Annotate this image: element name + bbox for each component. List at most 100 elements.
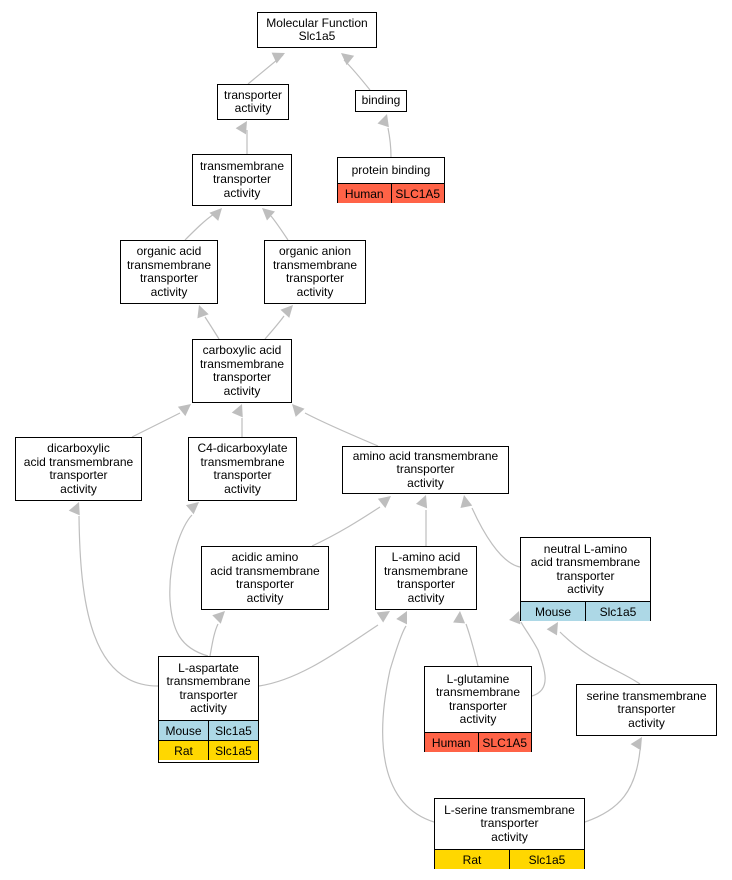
- edge-arrowhead: [68, 502, 80, 516]
- edge-line: [304, 412, 379, 447]
- node-l-amino-acid[interactable]: L-amino acid transmembrane transporter a…: [375, 546, 477, 610]
- edge-arrowhead: [231, 404, 243, 418]
- gene-cell: SLC1A5: [477, 733, 532, 752]
- node-protein-binding[interactable]: protein binding Human SLC1A5: [337, 157, 445, 203]
- edge-arrowhead: [177, 404, 191, 417]
- edge-laspartate-c4: [169, 502, 209, 657]
- node-organic-anion[interactable]: organic anion transmembrane transporter …: [264, 240, 366, 304]
- edge-laspartate-acidic: [209, 611, 225, 657]
- node-molecular-function[interactable]: Molecular Function Slc1a5: [257, 12, 377, 48]
- edge-arrowhead: [509, 611, 521, 625]
- node-label: amino acid transmembrane transporter act…: [352, 448, 499, 490]
- node-amino-acid[interactable]: amino acid transmembrane transporter act…: [342, 446, 509, 494]
- edge-line: [184, 213, 215, 241]
- annotation-row-rat: Rat Slc1a5: [435, 849, 584, 869]
- edge-line: [465, 623, 479, 667]
- species-cell: Rat: [462, 852, 482, 867]
- node-carboxylic-acid[interactable]: carboxylic acid transmembrane transporte…: [192, 339, 292, 403]
- edge-lglutamine-neutral: [509, 611, 546, 697]
- edge-laspartate-lamino: [258, 611, 390, 687]
- gene-cell: Slc1a5: [585, 602, 650, 621]
- edge-arrowhead: [235, 121, 247, 135]
- node-transmembrane-transporter-activity[interactable]: transmembrane transporter activity: [192, 154, 292, 206]
- edge-arrowhead: [453, 611, 466, 624]
- edge-line: [559, 631, 641, 685]
- edge-line: [270, 215, 289, 241]
- edge-proteinbinding-binding: [377, 114, 392, 158]
- node-label: L-serine transmembrane transporter activ…: [444, 802, 575, 844]
- gene-cell: Slc1a5: [208, 741, 258, 760]
- species-cell: Human: [344, 186, 384, 201]
- edge-line: [343, 59, 371, 91]
- species-cell: Rat: [174, 743, 193, 758]
- edge-carboxylic-organicanion: [264, 305, 293, 340]
- node-neutral-l-amino-acid[interactable]: neutral L-amino acid transmembrane trans…: [520, 537, 651, 621]
- edge-c4-carboxylic: [231, 404, 243, 438]
- node-organic-acid[interactable]: organic acid transmembrane transporter a…: [120, 240, 218, 304]
- edge-line: [311, 506, 381, 547]
- node-l-serine[interactable]: L-serine transmembrane transporter activ…: [434, 798, 585, 869]
- node-acidic-amino-acid[interactable]: acidic amino acid transmembrane transpor…: [201, 546, 329, 610]
- edge-serine-neutral: [546, 622, 641, 685]
- edge-acidic-aminoacid: [311, 496, 391, 547]
- node-label: L-glutamine transmembrane transporter ac…: [435, 671, 521, 726]
- node-label: organic acid transmembrane transporter a…: [126, 244, 212, 299]
- node-binding[interactable]: binding: [355, 90, 407, 112]
- node-label: Molecular Function Slc1a5: [266, 15, 368, 43]
- node-label: L-amino acid transmembrane transporter a…: [383, 550, 469, 605]
- node-label: acidic amino acid transmembrane transpor…: [210, 550, 320, 605]
- edge-line: [520, 621, 546, 697]
- edge-arrowhead: [212, 611, 225, 624]
- node-label: carboxylic acid transmembrane transporte…: [199, 343, 285, 398]
- edge-lamino-aminoacid: [415, 495, 428, 546]
- edge-line: [209, 623, 219, 657]
- edge-dicarboxylic-carboxylic: [131, 404, 191, 438]
- gene-cell: Slc1a5: [208, 721, 258, 740]
- node-serine[interactable]: serine transmembrane transporter activit…: [576, 684, 717, 736]
- species-cell: Mouse: [165, 723, 202, 738]
- edge-transporter-root: [247, 52, 285, 85]
- edge-arrowhead: [209, 208, 222, 221]
- edge-arrowhead: [185, 502, 199, 515]
- edge-line: [471, 507, 521, 568]
- edge-binding-root: [341, 53, 371, 91]
- edge-arrowhead: [546, 622, 558, 636]
- node-c4-dicarboxylate[interactable]: C4-dicarboxylate transmembrane transport…: [188, 437, 297, 501]
- edge-line: [584, 749, 641, 823]
- edge-line: [169, 514, 209, 657]
- edge-arrowhead: [415, 495, 428, 509]
- edge-line: [387, 127, 392, 158]
- node-label: neutral L-amino acid transmembrane trans…: [530, 541, 641, 596]
- edge-tmt-transporter: [235, 121, 248, 154]
- edge-line: [131, 412, 181, 438]
- node-label: L-aspartate transmembrane transporter ac…: [166, 660, 251, 715]
- annotation-row-mouse: Mouse Slc1a5: [521, 601, 650, 621]
- annotation-row-human: Human SLC1A5: [425, 732, 531, 752]
- node-label: dicarboxylic acid transmembrane transpor…: [23, 441, 134, 496]
- edge-carboxylic-organicacid: [197, 305, 220, 340]
- edge-line: [78, 515, 159, 687]
- species-cell: Human: [431, 735, 471, 750]
- edge-arrowhead: [377, 114, 389, 128]
- node-transporter-activity[interactable]: transporter activity: [217, 84, 289, 120]
- edge-neutral-aminoacid: [460, 495, 521, 568]
- annotation-row-human: Human SLC1A5: [338, 183, 444, 203]
- edge-aminoacid-carboxylic: [292, 404, 379, 447]
- edge-arrowhead: [341, 53, 355, 66]
- edge-line: [382, 625, 435, 823]
- node-l-glutamine[interactable]: L-glutamine transmembrane transporter ac…: [424, 666, 532, 752]
- edge-arrowhead: [460, 495, 473, 508]
- gene-cell: SLC1A5: [390, 184, 445, 203]
- gene-cell: Slc1a5: [509, 850, 584, 869]
- node-label: binding: [361, 93, 401, 108]
- edge-line: [258, 624, 379, 687]
- node-l-aspartate[interactable]: L-aspartate transmembrane transporter ac…: [158, 656, 259, 763]
- edge-arrowhead: [280, 305, 293, 318]
- annotation-row-rat: Rat Slc1a5: [159, 740, 258, 760]
- edge-line: [204, 316, 220, 340]
- annotation-row-mouse: Mouse Slc1a5: [159, 720, 258, 740]
- node-dicarboxylic-acid[interactable]: dicarboxylic acid transmembrane transpor…: [15, 437, 142, 501]
- edge-arrowhead: [197, 305, 209, 319]
- edge-organicacid-tmt: [184, 208, 222, 241]
